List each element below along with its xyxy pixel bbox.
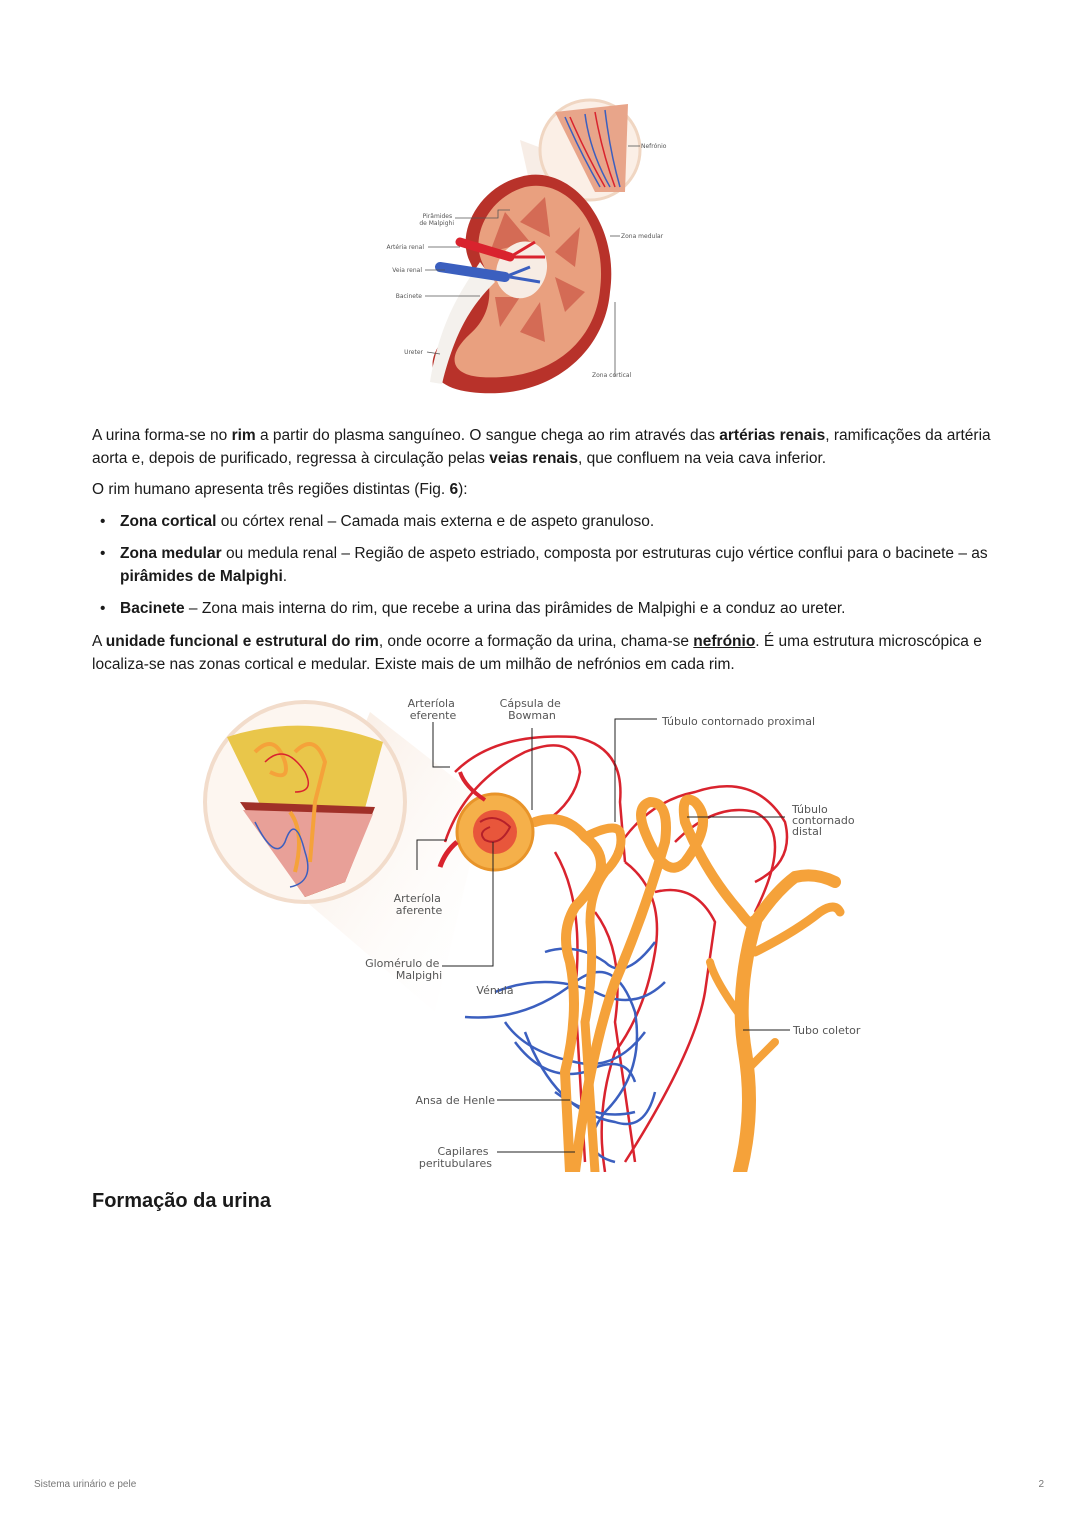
paragraph-regioes: O rim humano apresenta três regiões dist… [92, 481, 468, 498]
label-capsula-2: Bowman [508, 709, 556, 722]
label-tubo-coletor: Tubo coletor [792, 1024, 861, 1037]
label-veia-renal: Veia renal [392, 267, 422, 274]
label-venula: Vénula [476, 984, 513, 997]
label-tubulo-distal-3: distal [792, 825, 822, 838]
list-item-bacinete: Bacinete – Zona mais interna do rim, que… [92, 597, 992, 620]
label-tubulo-distal-2: contornado [792, 814, 855, 827]
label-arteriola-eferente-2: eferente [410, 709, 457, 722]
svg-text:Túbulo contornado dist: Túbulo contornado distal [791, 803, 858, 838]
label-capsula-1: Cápsula de [500, 697, 561, 710]
nephron-figure: Arteríola eferente Cápsula de Bowman Túb… [203, 697, 861, 1172]
label-piramides-2: de Malpighi [419, 220, 454, 227]
label-glomerulo-1: Glomérulo de [365, 957, 440, 970]
label-capilares-2: peritubulares [419, 1157, 492, 1170]
list-item-zona-medular: Zona medular ou medula renal – Região de… [92, 542, 992, 588]
svg-text:Glomérulo de Malpighi: Glomérulo de Malpighi [365, 957, 443, 982]
paragraph-rim: A urina forma-se no rim a partir do plas… [92, 427, 991, 467]
label-arteriola-aferente-1: Arteríola [394, 892, 441, 905]
label-tubulo-proximal: Túbulo contornado proximal [661, 715, 815, 728]
page-number: 2 [1038, 1479, 1044, 1490]
label-bacinete: Bacinete [396, 293, 423, 300]
label-nefronio: Nefrónio [641, 143, 667, 150]
svg-text:Cápsula de Bowman: Cápsula de Bowman [500, 697, 565, 722]
svg-text:Capilares peritubulares: Capilares peritubulares [419, 1145, 492, 1170]
label-arteriola-eferente-1: Arteríola [408, 697, 455, 710]
kidney-figure: Pirâmides de Malpighi Artéria renal Veia… [386, 98, 667, 394]
label-ansa-henle: Ansa de Henle [415, 1094, 495, 1107]
regions-list: Zona cortical ou córtex renal – Camada m… [92, 510, 992, 629]
section-title: Formação da urina [92, 1190, 271, 1212]
footer-title: Sistema urinário e pele [34, 1479, 137, 1490]
list-item-zona-cortical: Zona cortical ou córtex renal – Camada m… [92, 510, 992, 533]
label-arteria-renal: Artéria renal [386, 244, 424, 251]
svg-text:Arteríola aferente: Arteríola aferente [394, 892, 445, 917]
label-glomerulo-2: Malpighi [396, 969, 442, 982]
label-piramides-1: Pirâmides [423, 213, 452, 220]
svg-text:Arteríola eferente: Arteríola eferente [408, 697, 459, 722]
label-ureter: Ureter [404, 349, 423, 356]
paragraph-nefronio: A unidade funcional e estrutural do rim,… [92, 633, 982, 673]
label-zona-medular: Zona medular [621, 233, 664, 240]
svg-text:Pirâmides de Malpighi: Pirâmides de Malpighi [419, 213, 454, 227]
label-zona-cortical: Zona cortical [592, 372, 632, 379]
label-capilares-1: Capilares [437, 1145, 488, 1158]
label-tubulo-distal-1: Túbulo [791, 803, 828, 816]
label-arteriola-aferente-2: aferente [396, 904, 443, 917]
